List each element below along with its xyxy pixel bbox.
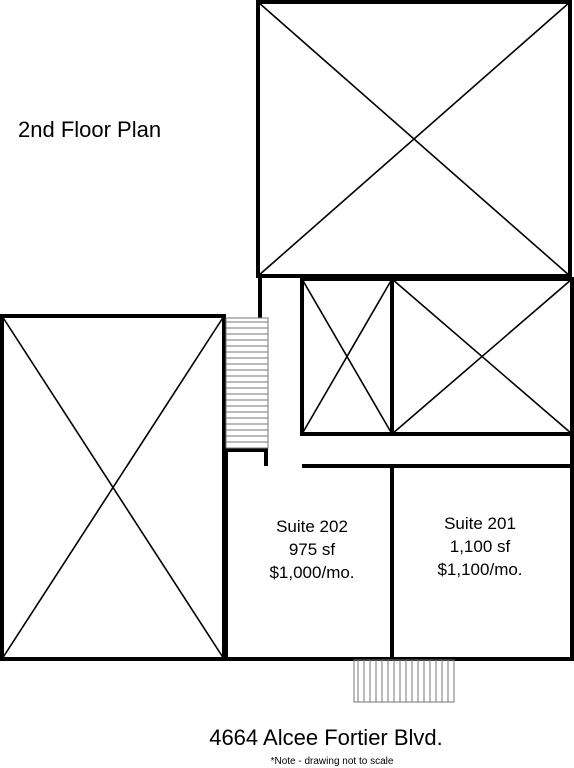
suite-201-label: Suite 201 1,100 sf $1,100/mo. (437, 514, 522, 579)
staircase-upper (225, 317, 269, 449)
suite-201-rent: $1,100/mo. (437, 560, 522, 579)
staircase-lower (353, 659, 455, 703)
suite-201-name: Suite 201 (444, 514, 516, 533)
suite-202-name: Suite 202 (276, 517, 348, 536)
open-area-middle-right (390, 277, 574, 436)
scale-note: *Note - drawing not to scale (271, 756, 394, 767)
suite-201-area: 1,100 sf (450, 537, 511, 556)
open-area-top (256, 0, 572, 278)
suite-202-rent: $1,000/mo. (269, 563, 354, 582)
suite-202-label: Suite 202 975 sf $1,000/mo. (269, 517, 354, 582)
building-walls (224, 276, 574, 661)
building-address: 4664 Alcee Fortier Blvd. (209, 725, 443, 750)
suite-202-area: 975 sf (289, 540, 336, 559)
open-area-left (0, 314, 226, 661)
floor-plan-title: 2nd Floor Plan (18, 117, 161, 142)
open-area-middle-small (300, 277, 394, 436)
